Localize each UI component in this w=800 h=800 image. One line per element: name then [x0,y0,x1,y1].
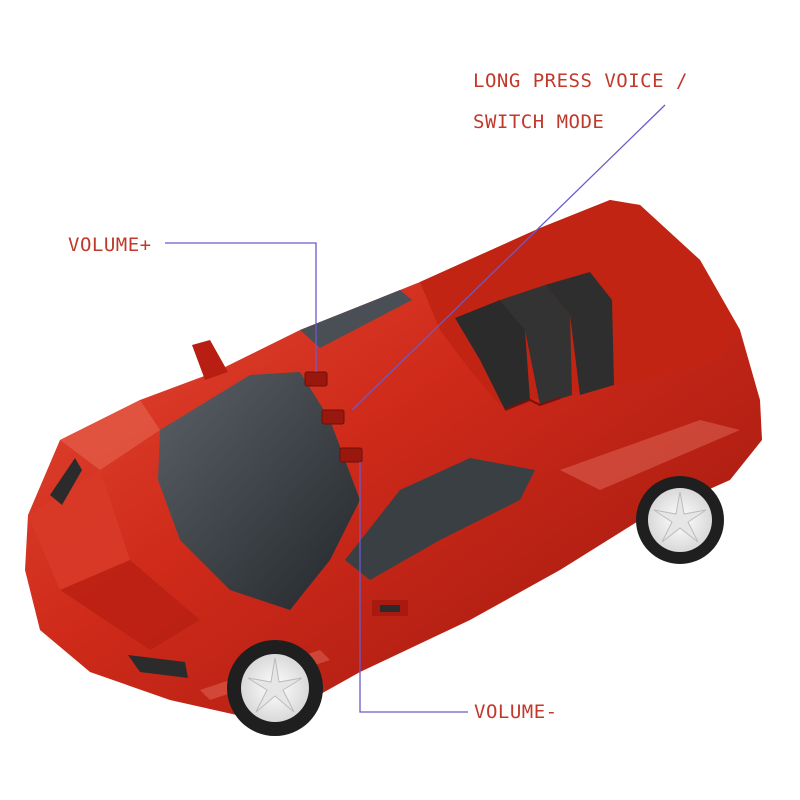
rear-window [300,290,412,348]
roof-buttons [304,371,363,463]
callout-long-press-line1: LONG PRESS VOICE / [473,70,688,92]
button-volume-plus [304,371,328,387]
front-wheel [227,640,323,736]
leader-voice [351,104,666,411]
headlight-bottom [128,655,188,678]
windshield [158,372,360,610]
leader-volume-minus [359,462,468,713]
button-voice [321,409,345,425]
leader-lines [165,104,666,713]
callout-volume-plus: VOLUME+ [68,234,152,256]
side-mirror [192,340,228,380]
leader-volume-plus [165,242,317,372]
rear-wheel [636,476,724,564]
callout-long-press-line2: SWITCH MODE [473,111,605,133]
headlight-top [50,458,82,505]
button-volume-minus [339,447,363,463]
callout-volume-minus: VOLUME- [474,701,558,723]
engine-vents [455,272,614,411]
side-window [345,458,535,580]
